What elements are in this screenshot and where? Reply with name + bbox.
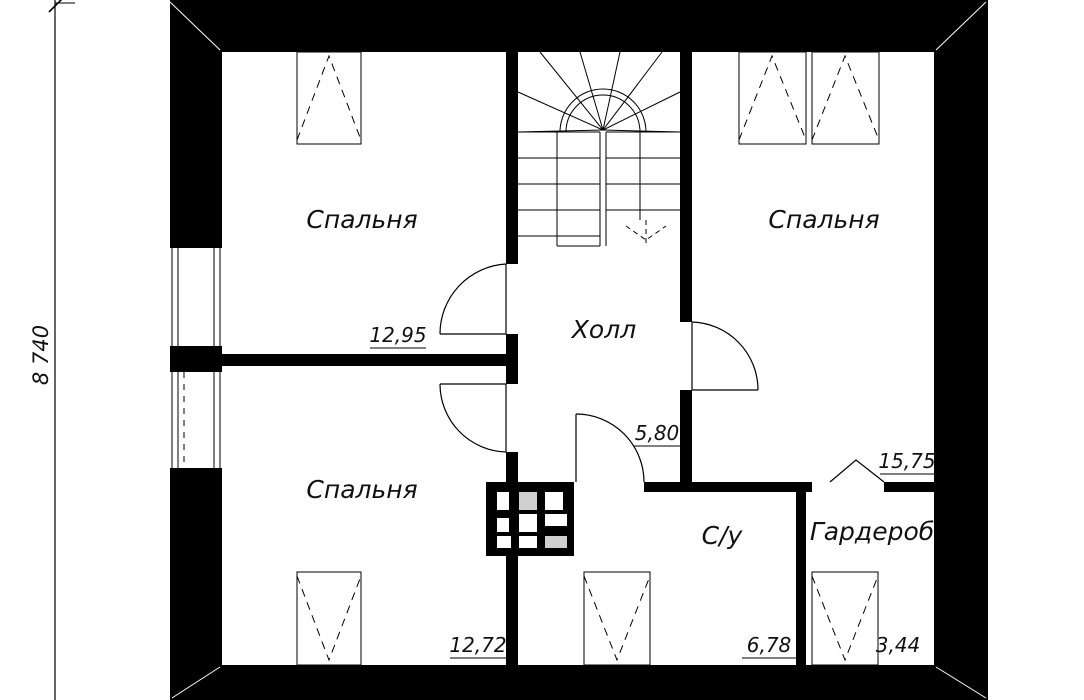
interior-walls (222, 52, 934, 665)
room-label-bedroom-top-left: Спальня (306, 205, 417, 234)
room-label-bedroom-bottom-left: Спальня (306, 475, 417, 504)
skylight-windows (296, 51, 880, 666)
room-label-wardrobe: Гардероб (810, 517, 934, 546)
window-left-lower (171, 372, 221, 468)
door-bathroom (575, 413, 645, 483)
room-area-wardrobe: 3,44 (876, 633, 921, 657)
skylight-bottom-left (296, 571, 362, 666)
skylight-wardrobe (811, 571, 879, 666)
door-bedroom-right (691, 321, 759, 391)
doors (439, 263, 885, 483)
window-left-upper (171, 248, 221, 346)
door-wardrobe (829, 459, 885, 483)
room-label-bedroom-top-right: Спальня (768, 205, 879, 234)
wall-corner-lines (169, 1, 987, 699)
skylight-top-left (296, 51, 362, 145)
dimension-overall-depth: 8 740 (29, 325, 53, 385)
door-bedroom-bottom-left (439, 383, 507, 453)
dimension-line-vertical (48, 0, 75, 700)
staircase (517, 51, 681, 247)
ventilation-shaft (486, 482, 574, 556)
room-area-bedroom-top-left: 12,95 (369, 323, 426, 347)
room-label-bathroom: С/у (702, 521, 744, 550)
skylight-top-right-1 (738, 51, 807, 145)
exterior-walls (170, 0, 988, 700)
door-bedroom-top-left (439, 263, 507, 335)
skylight-top-right-2 (811, 51, 880, 145)
room-area-hall: 5,80 (635, 421, 680, 445)
skylight-bathroom (583, 571, 651, 666)
room-area-bedroom-top-right: 15,75 (878, 449, 935, 473)
room-area-bedroom-bottom-left: 12,72 (449, 633, 506, 657)
room-area-bathroom: 6,78 (747, 633, 792, 657)
room-label-hall: Холл (570, 315, 636, 344)
